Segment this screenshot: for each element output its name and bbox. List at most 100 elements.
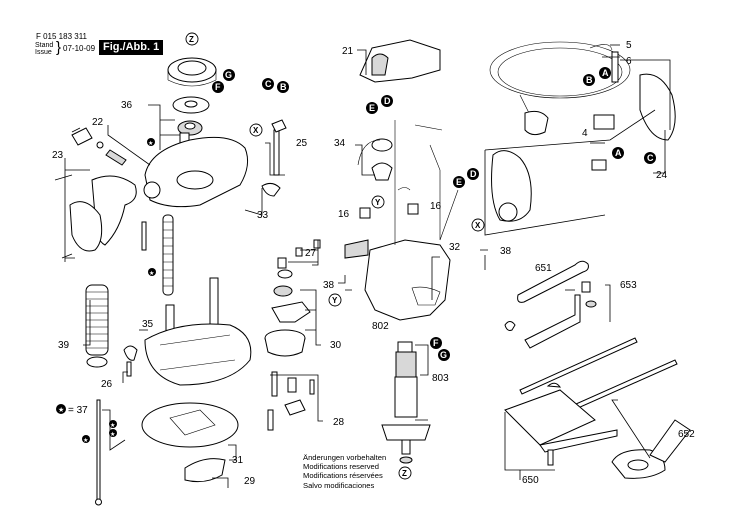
part-label-651: 651	[535, 263, 552, 274]
bearing-plate	[172, 96, 210, 114]
depth-stop-30	[264, 301, 311, 357]
brush-holder-34	[371, 138, 393, 181]
part-label-24: 24	[656, 170, 668, 181]
svg-text:X: X	[475, 221, 481, 230]
part-label-36: 36	[121, 100, 133, 111]
brackets-right	[484, 59, 671, 236]
connector-b-left: B	[277, 81, 289, 93]
star-legend: ★ = 37	[56, 404, 88, 416]
part-label-30: 30	[330, 340, 342, 351]
part-label-38-right: 38	[500, 246, 512, 257]
issue-date: 07-10-09	[63, 44, 96, 53]
capacitor	[591, 159, 607, 171]
note-english: Modifications reserved	[303, 462, 379, 472]
part-label-803: 803	[432, 373, 449, 384]
part-label-4: 4	[582, 128, 588, 139]
part-label-35: 35	[142, 319, 154, 330]
motor-cap-21	[359, 39, 441, 83]
star-markers: ★ ★ ★ ★ ★	[82, 138, 156, 444]
connector-c-right: C	[644, 152, 656, 164]
part-label-650: 650	[522, 475, 539, 486]
adjuster-parts-28	[267, 371, 315, 431]
star-marker-icon: ★	[82, 435, 90, 444]
small-plate-29	[184, 458, 226, 483]
star-legend-label: = 37	[68, 405, 88, 416]
clamp-lever	[71, 127, 127, 166]
leader-lines	[64, 44, 666, 488]
mains-plug	[524, 110, 549, 136]
part-label-39: 39	[58, 340, 70, 351]
wrench-651	[517, 260, 589, 303]
part-label-16-right: 16	[430, 201, 442, 212]
svg-text:Z: Z	[189, 35, 194, 44]
svg-text:X: X	[253, 126, 259, 135]
star-marker-icon: ★	[109, 429, 117, 438]
part-label-25: 25	[296, 138, 308, 149]
part-label-31: 31	[232, 455, 244, 466]
part-label-21: 21	[342, 46, 354, 57]
knob-33	[261, 182, 281, 197]
pin-left	[141, 221, 147, 251]
wiring	[357, 120, 459, 245]
svg-text:B: B	[280, 82, 287, 92]
spring-stack-39	[85, 284, 109, 368]
star-marker-icon: ★	[148, 268, 156, 277]
svg-text:B: B	[586, 75, 593, 85]
switch-4	[593, 114, 615, 130]
part-label-23: 23	[52, 150, 64, 161]
connector-z-top: Z	[185, 32, 199, 46]
svg-text:G: G	[440, 350, 447, 360]
screws-left	[54, 127, 81, 259]
stand-issue-label: Stand Issue	[35, 42, 53, 56]
note-french: Modifications réservées	[303, 471, 383, 481]
connector-y-lower: Y	[328, 293, 342, 307]
handle-housing-right	[491, 150, 532, 222]
svg-text:C: C	[647, 153, 654, 163]
modifications-notice: Änderungen vorbehalten Modifications res…	[303, 453, 386, 490]
connector-f-lower: F	[430, 337, 442, 349]
star-marker-icon: ★	[147, 138, 155, 147]
svg-text:★: ★	[110, 422, 115, 429]
connector-g-top: G	[223, 69, 235, 81]
parallel-guide-653	[504, 281, 597, 349]
stand-label: Stand	[35, 42, 54, 49]
svg-text:Z: Z	[402, 469, 407, 478]
connector-e-mid: E	[453, 176, 465, 188]
dust-extraction-652	[611, 419, 691, 479]
star-marker-icon: ★	[109, 420, 117, 429]
svg-text:★: ★	[110, 431, 115, 438]
part-label-16-left: 16	[338, 209, 350, 220]
svg-text:Y: Y	[375, 198, 381, 207]
part-label-34: 34	[334, 138, 346, 149]
carbon-brushes-16	[359, 203, 419, 219]
svg-text:D: D	[384, 96, 391, 106]
svg-text:★: ★	[148, 140, 153, 147]
connector-e-top: E	[366, 102, 378, 114]
connector-y-top: Y	[371, 195, 385, 209]
connector-x-left: X	[249, 123, 263, 137]
note-german: Änderungen vorbehalten	[303, 453, 387, 462]
svg-text:A: A	[602, 68, 609, 78]
part-label-652: 652	[678, 429, 695, 440]
connector-d-top: D	[381, 95, 393, 107]
svg-text:G: G	[225, 70, 232, 80]
motor-housing-802	[344, 239, 451, 321]
handle-cover-24	[639, 73, 676, 141]
connector-d-mid: D	[467, 168, 479, 180]
cord-sleeve-6	[611, 51, 619, 83]
rod-25	[271, 119, 287, 176]
svg-text:★: ★	[83, 437, 88, 444]
connector-c-left: C	[262, 78, 274, 90]
part-label-5: 5	[626, 40, 632, 51]
wing-knob-26	[123, 345, 138, 377]
connector-g-lower: G	[438, 349, 450, 361]
connector-a-top: A	[599, 67, 611, 79]
star-symbol-icon	[56, 404, 66, 414]
svg-text:★: ★	[149, 270, 154, 277]
power-cord-5	[489, 41, 631, 116]
part-label-802: 802	[372, 321, 389, 332]
bearing	[177, 120, 203, 136]
connector-f-top: F	[212, 81, 224, 93]
connector-b-right: B	[583, 74, 595, 86]
